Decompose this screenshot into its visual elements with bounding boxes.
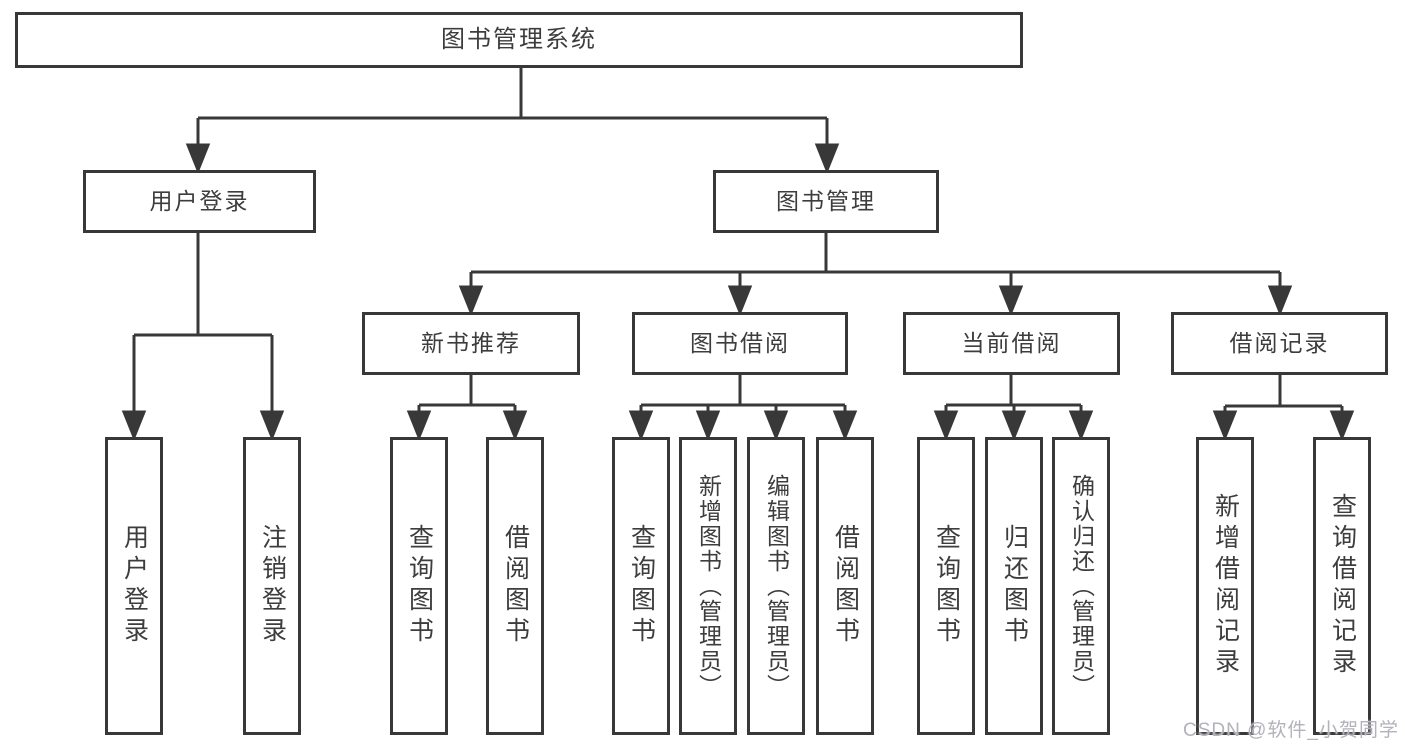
arrowhead-down-icon [502, 410, 528, 442]
arrowhead-down-icon [695, 410, 721, 442]
arrowhead-down-icon [832, 410, 858, 442]
arrowhead-down-icon [121, 410, 147, 442]
leaf-user-login-label: 用户登录 [120, 524, 149, 648]
csdn-watermark: CSDN @软件_小贺同学 [1183, 720, 1399, 741]
connector-borrowrecords-to-leaves [1212, 375, 1355, 442]
leaf-query-books-1-label: 查询图书 [405, 524, 434, 648]
connector-currentborrow-to-leaves [933, 375, 1094, 442]
leaf-add-borrow-record: 新增借阅记录 [1196, 437, 1254, 735]
node-user-login: 用户登录 [83, 170, 316, 233]
node-user-login-label: 用户登录 [149, 188, 250, 214]
leaf-query-books-1: 查询图书 [390, 437, 448, 735]
arrowhead-down-icon [1212, 410, 1238, 442]
leaf-add-books-admin-label: 新增图书（管理员） [695, 473, 722, 699]
arrowhead-down-icon [185, 143, 211, 175]
arrowhead-down-icon [1001, 410, 1027, 442]
arrowhead-down-icon [458, 285, 484, 317]
arrowhead-down-icon [998, 285, 1024, 317]
arrowhead-down-icon [933, 410, 959, 442]
leaf-query-books-2-label: 查询图书 [627, 524, 656, 648]
leaf-edit-books-admin: 编辑图书（管理员） [747, 437, 805, 735]
node-root: 图书管理系统 [15, 12, 1023, 68]
leaf-borrow-books-2-label: 借阅图书 [831, 524, 860, 648]
connector-bookmgmt-to-level3 [458, 233, 1293, 317]
leaf-confirm-return-admin-label: 确认归还（管理员） [1068, 473, 1095, 699]
arrowhead-down-icon [763, 410, 789, 442]
leaf-return-books-label: 归还图书 [1000, 524, 1029, 648]
node-borrowing-records: 借阅记录 [1171, 312, 1388, 375]
node-book-management: 图书管理 [713, 170, 939, 233]
leaf-add-borrow-record-label: 新增借阅记录 [1211, 493, 1240, 679]
arrowhead-down-icon [628, 410, 654, 442]
node-current-borrowing-label: 当前借阅 [961, 330, 1062, 356]
leaf-borrow-books-1-label: 借阅图书 [501, 524, 530, 648]
arrowhead-down-icon [1329, 410, 1355, 442]
node-root-label: 图书管理系统 [441, 26, 597, 53]
arrowhead-down-icon [814, 143, 840, 175]
node-new-book-recommendation: 新书推荐 [362, 312, 580, 375]
connector-newbookrec-to-leaves [406, 375, 528, 442]
arrowhead-down-icon [727, 285, 753, 317]
node-current-borrowing: 当前借阅 [903, 312, 1120, 375]
leaf-user-login: 用户登录 [105, 437, 163, 735]
leaf-query-books-2: 查询图书 [612, 437, 670, 735]
connector-root-to-level2 [185, 66, 840, 175]
node-new-book-recommendation-label: 新书推荐 [421, 330, 521, 356]
leaf-query-borrow-record: 查询借阅记录 [1313, 437, 1371, 735]
leaf-add-books-admin: 新增图书（管理员） [679, 437, 737, 735]
leaf-query-borrow-record-label: 查询借阅记录 [1328, 493, 1357, 679]
connector-bookborrow-to-leaves [628, 375, 858, 442]
leaf-edit-books-admin-label: 编辑图书（管理员） [763, 473, 790, 699]
arrowhead-down-icon [1267, 285, 1293, 317]
arrowhead-down-icon [406, 410, 432, 442]
leaf-query-books-3-label: 查询图书 [932, 524, 961, 648]
node-book-management-label: 图书管理 [776, 188, 876, 214]
leaf-borrow-books-1: 借阅图书 [486, 437, 544, 735]
leaf-confirm-return-admin: 确认归还（管理员） [1052, 437, 1110, 735]
leaf-borrow-books-2: 借阅图书 [816, 437, 874, 735]
leaf-logout: 注销登录 [243, 437, 301, 735]
connector-userlogin-to-leaves [121, 233, 285, 442]
leaf-return-books: 归还图书 [985, 437, 1043, 735]
leaf-query-books-3: 查询图书 [917, 437, 975, 735]
node-book-borrowing-label: 图书借阅 [690, 330, 790, 356]
node-borrowing-records-label: 借阅记录 [1229, 330, 1330, 356]
leaf-logout-label: 注销登录 [258, 524, 287, 648]
arrowhead-down-icon [1068, 410, 1094, 442]
node-book-borrowing: 图书借阅 [632, 312, 848, 375]
arrowhead-down-icon [259, 410, 285, 442]
